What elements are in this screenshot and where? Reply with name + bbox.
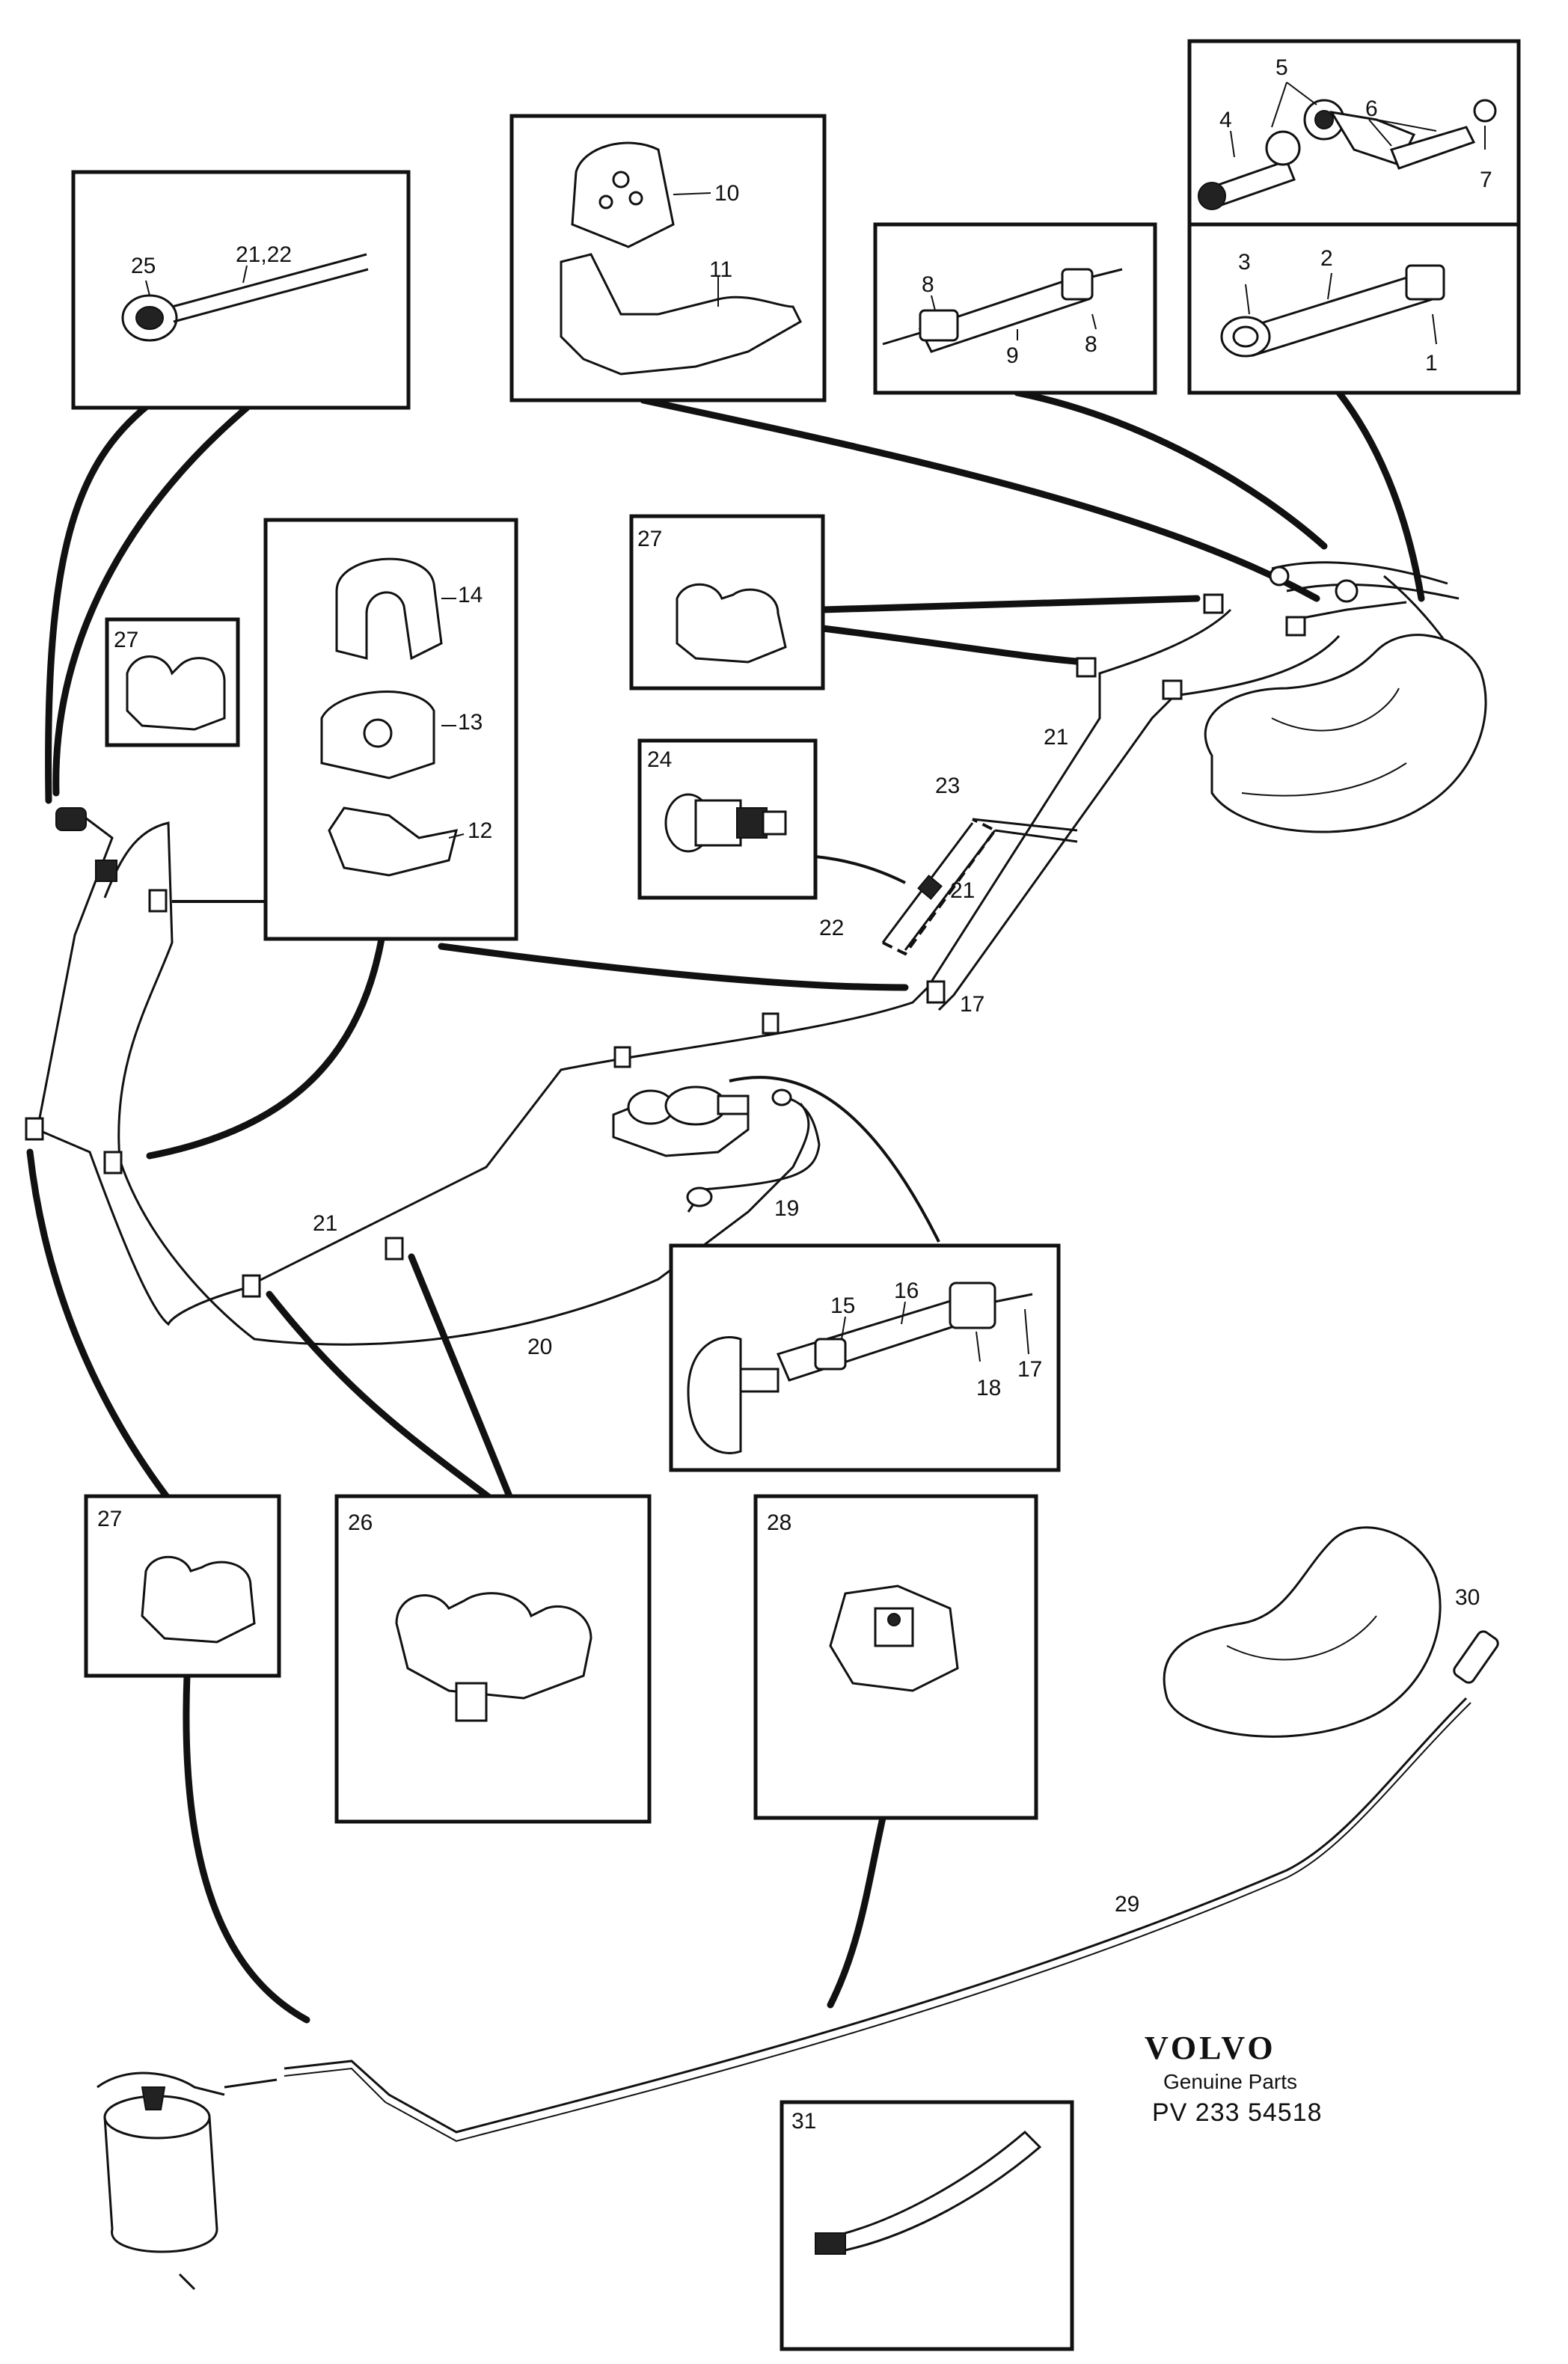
callout-18: 18 (976, 1376, 1001, 1400)
callout-26: 26 (348, 1510, 373, 1535)
callout-19: 19 (774, 1196, 799, 1221)
engine-outline (1204, 634, 1487, 833)
fuel-pipe-routing (25, 561, 1471, 2143)
callout-4: 4 (1219, 108, 1232, 132)
callout-5: 5 (1275, 55, 1288, 80)
inset-cable-tie (780, 2100, 1074, 2351)
callout-8a: 8 (922, 272, 934, 297)
inset-clip-26 (334, 1494, 652, 1824)
volvo-logo-text: VOLVO (1145, 2030, 1276, 2066)
callout-21-22: 21,22 (236, 242, 292, 267)
callout-9: 9 (1006, 343, 1019, 368)
inset-rubber-mount (509, 114, 827, 402)
inset-clip-27-center (629, 514, 825, 690)
callout-13: 13 (458, 710, 483, 735)
callout-1: 1 (1425, 351, 1438, 376)
inset-filter-hose (669, 1243, 1061, 1472)
callout-29: 29 (1115, 1892, 1139, 1917)
fuel-pump-assembly (612, 1085, 750, 1157)
inset-hose-clamps (873, 222, 1157, 395)
brand-subtitle: Genuine Parts (1163, 2070, 1297, 2093)
brand-block: VOLVO Genuine Parts PV 233 54518 (1145, 2030, 1323, 2127)
callout-14: 14 (458, 583, 483, 607)
callout-23: 23 (935, 774, 960, 798)
inset-banjo-fitting (1187, 39, 1521, 227)
callout-27b: 27 (637, 527, 662, 551)
inset-pipe-nut (71, 170, 411, 410)
inset-hose-assembly (1187, 222, 1521, 395)
callout-24: 24 (647, 747, 672, 772)
callout-25: 25 (131, 254, 156, 278)
callout-17a: 17 (960, 992, 984, 1017)
callout-11: 11 (709, 257, 732, 282)
inset-bracket-set (263, 518, 518, 941)
callout-12: 12 (468, 818, 492, 843)
callout-30: 30 (1455, 1585, 1480, 1610)
callout-7: 7 (1480, 168, 1492, 192)
callout-28: 28 (767, 1510, 791, 1535)
callout-2: 2 (1320, 246, 1333, 271)
inset-fitting-24 (637, 738, 818, 900)
callout-21a: 21 (1044, 725, 1068, 750)
inset-clip-27-bottom (84, 1494, 281, 1678)
inset-clip-27-left (105, 617, 240, 747)
callout-20: 20 (527, 1335, 552, 1359)
leader-arrows (26, 389, 1425, 2024)
callout-16: 16 (894, 1279, 919, 1303)
tank-unit (97, 2071, 278, 2291)
callout-17b: 17 (1017, 1357, 1042, 1382)
callout-27a: 27 (114, 628, 138, 652)
callout-10: 10 (714, 181, 739, 206)
callout-labels: 1 2 3 4 5 6 7 8 8 9 10 11 12 13 14 15 16… (97, 55, 1492, 2134)
callout-3: 3 (1238, 250, 1251, 275)
callout-21b: 21 (950, 878, 975, 903)
inset-clip-28 (753, 1494, 1038, 1820)
tank-outline-right (1163, 1526, 1499, 1738)
callout-22: 22 (819, 916, 844, 940)
callout-15: 15 (830, 1293, 855, 1318)
callout-6: 6 (1365, 97, 1378, 121)
callout-21c: 21 (313, 1211, 337, 1236)
callout-27c: 27 (97, 1507, 122, 1531)
part-number: PV 233 54518 (1152, 2098, 1323, 2127)
callout-31: 31 (791, 2109, 816, 2134)
callout-8b: 8 (1085, 332, 1097, 357)
